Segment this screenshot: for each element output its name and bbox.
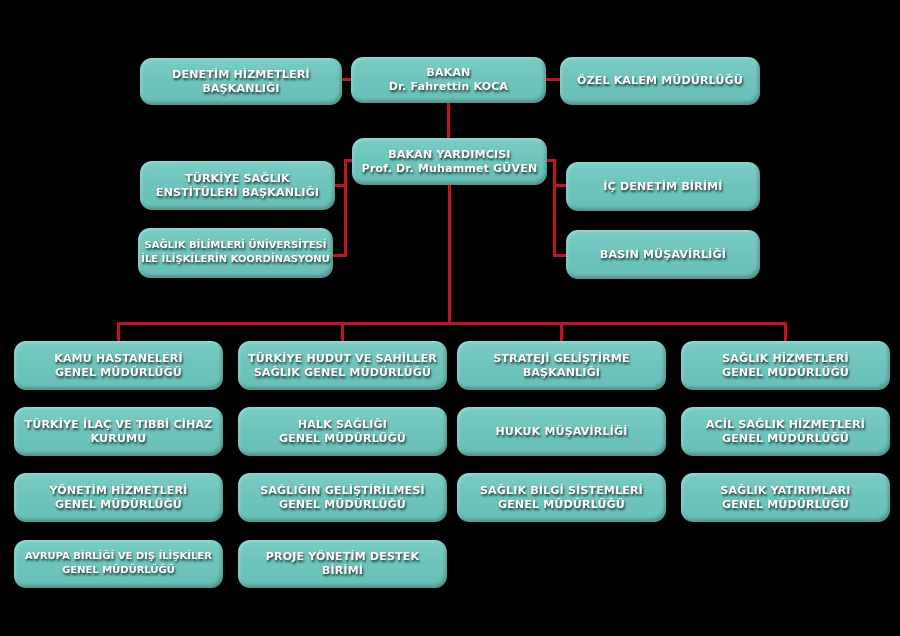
org-node-sagligin-gelistirilmesi: SAĞLIĞIN GELİŞTİRİLMESİ GENEL MÜDÜRLÜĞÜ <box>238 473 447 522</box>
node-label-line: BAKAN YARDIMCISI <box>388 147 511 161</box>
node-label-line: GENEL MÜDÜRLÜĞÜ <box>54 497 183 511</box>
node-label-line: BAŞKANLIĞI <box>522 365 601 379</box>
node-label-line: GENEL MÜDÜRLÜĞÜ <box>721 365 850 379</box>
node-label-line: GENEL MÜDÜRLÜĞÜ <box>497 497 626 511</box>
node-label-line: GENEL MÜDÜRLÜĞÜ <box>62 565 175 576</box>
node-label-line: STRATEJİ GELİŞTİRME <box>493 351 630 365</box>
connector-left-branch-stub <box>344 159 354 162</box>
node-label-line: YÖNETİM HİZMETLERİ <box>49 483 188 497</box>
connector-enstituleri-stub <box>333 184 346 187</box>
node-label-line: BASIN MÜŞAVİRLİĞİ <box>599 247 727 261</box>
connector-ic-denetim-stub <box>553 184 568 187</box>
node-label-line: TÜRKİYE İLAÇ VE TIBBİ CİHAZ <box>24 417 213 431</box>
org-node-kamu-hastaneleri: KAMU HASTANELERİ GENEL MÜDÜRLÜĞÜ <box>14 341 223 390</box>
node-label-line: BAŞKANLIĞI <box>202 81 280 95</box>
node-label-line: SAĞLIK BİLGİ SİSTEMLERİ <box>480 483 643 497</box>
node-label-line: SAĞLIK YATIRIMLARI <box>720 483 851 497</box>
node-label-line: KAMU HASTANELERİ <box>54 351 183 365</box>
node-label-line: PROJE YÖNETİM DESTEK <box>265 550 420 563</box>
node-label-line: SAĞLIĞIN GELİŞTİRİLMESİ <box>260 483 425 497</box>
connector-universite-stub <box>331 254 346 257</box>
node-label-line: ENSTİTÜLERİ BAŞKANLIĞI <box>155 185 320 199</box>
node-label-line: HALK SAĞLIĞI <box>297 417 388 431</box>
node-label-line: TÜRKİYE HUDUT VE SAHİLLER <box>248 351 437 365</box>
node-label-line: Prof. Dr. Muhammet GÜVEN <box>361 161 538 175</box>
org-node-proje-yonetim-destek: PROJE YÖNETİM DESTEK BİRİMİ <box>238 540 447 588</box>
node-label-line: GENEL MÜDÜRLÜĞÜ <box>54 365 183 379</box>
org-node-saglik-yatirimlari: SAĞLIK YATIRIMLARI GENEL MÜDÜRLÜĞÜ <box>681 473 890 522</box>
org-node-saglik-hizmetleri: SAĞLIK HİZMETLERİ GENEL MÜDÜRLÜĞÜ <box>681 341 890 390</box>
connector-col1-stub <box>117 322 120 342</box>
node-label-line: AVRUPA BİRLİĞİ VE DIŞ İLİŞKİLER <box>25 551 212 562</box>
org-node-ilac-ve-tibbi-cihaz: TÜRKİYE İLAÇ VE TIBBİ CİHAZ KURUMU <box>14 407 223 456</box>
connector-bakan-yardimcisi <box>447 102 450 139</box>
connector-bakan-denetim <box>338 78 353 81</box>
connector-col2-stub <box>341 322 344 342</box>
node-label-line: KURUMU <box>90 431 147 445</box>
node-label-line: TÜRKİYE SAĞLIK <box>185 171 290 185</box>
node-label-line: SAĞLIK BİLİMLERİ ÜNİVERSİTESİ <box>144 240 327 251</box>
org-node-saglik-bilgi-sistemleri: SAĞLIK BİLGİ SİSTEMLERİ GENEL MÜDÜRLÜĞÜ <box>457 473 666 522</box>
connector-main-trunk <box>448 184 451 325</box>
org-node-ic-denetim-birimi: İÇ DENETİM BİRİMİ <box>566 162 760 211</box>
org-node-bakan: BAKAN Dr. Fahrettin KOCA <box>351 57 546 103</box>
node-label-line: İLE İLİŞKİLERİN KOORDİNASYONU <box>141 254 330 265</box>
node-label-line: İÇ DENETİM BİRİMİ <box>603 179 723 193</box>
node-label-line: GENEL MÜDÜRLÜĞÜ <box>278 431 407 445</box>
connector-col4-stub <box>784 322 787 342</box>
connector-right-branch-stub <box>545 159 556 162</box>
node-label-line: GENEL MÜDÜRLÜĞÜ <box>278 497 407 511</box>
node-label-line: GENEL MÜDÜRLÜĞÜ <box>721 431 850 445</box>
connector-basin-stub <box>553 254 568 257</box>
org-node-hukuk-musavirligi: HUKUK MÜŞAVİRLİĞİ <box>457 407 666 456</box>
node-label-line: BİRİMİ <box>321 564 364 577</box>
node-label-line: SAĞLIK GENEL MÜDÜRLÜĞÜ <box>253 365 432 379</box>
connector-left-branch-vertical <box>344 159 347 257</box>
connector-bakan-ozel-kalem <box>544 78 562 81</box>
node-label-line: Dr. Fahrettin KOCA <box>388 80 509 93</box>
node-label-line: GENEL MÜDÜRLÜĞÜ <box>721 497 850 511</box>
node-label-line: SAĞLIK HİZMETLERİ <box>722 351 849 365</box>
connector-grid-horizontal <box>117 322 787 325</box>
org-node-basin-musavirligi: BASIN MÜŞAVİRLİĞİ <box>566 230 760 279</box>
node-label-line: ÖZEL KALEM MÜDÜRLÜĞÜ <box>577 74 743 87</box>
org-node-turkiye-saglik-enstituleri: TÜRKİYE SAĞLIK ENSTİTÜLERİ BAŞKANLIĞI <box>140 161 335 210</box>
connector-right-branch-vertical <box>553 159 556 257</box>
org-node-avrupa-birligi-dis-iliskiler: AVRUPA BİRLİĞİ VE DIŞ İLİŞKİLER GENEL MÜ… <box>14 540 223 588</box>
org-node-saglik-bilimleri-universitesi: SAĞLIK BİLİMLERİ ÜNİVERSİTESİ İLE İLİŞKİ… <box>138 228 333 278</box>
org-node-bakan-yardimcisi: BAKAN YARDIMCISI Prof. Dr. Muhammet GÜVE… <box>352 138 547 185</box>
connector-col3-stub <box>560 322 563 342</box>
node-label-line: DENETİM HİZMETLERİ <box>172 67 310 81</box>
org-node-hudut-ve-sahiller: TÜRKİYE HUDUT VE SAHİLLER SAĞLIK GENEL M… <box>238 341 447 390</box>
org-node-acil-saglik-hizmetleri: ACİL SAĞLIK HİZMETLERİ GENEL MÜDÜRLÜĞÜ <box>681 407 890 456</box>
node-label-line: ACİL SAĞLIK HİZMETLERİ <box>705 417 866 431</box>
org-node-ozel-kalem-mudurlugu: ÖZEL KALEM MÜDÜRLÜĞÜ <box>560 57 760 105</box>
org-node-strateji-gelistirme: STRATEJİ GELİŞTİRME BAŞKANLIĞI <box>457 341 666 390</box>
org-node-halk-sagligi: HALK SAĞLIĞI GENEL MÜDÜRLÜĞÜ <box>238 407 447 456</box>
org-node-denetim-hizmetleri-baskanligi: DENETİM HİZMETLERİ BAŞKANLIĞI <box>140 58 342 105</box>
org-node-yonetim-hizmetleri: YÖNETİM HİZMETLERİ GENEL MÜDÜRLÜĞÜ <box>14 473 223 522</box>
node-label-line: BAKAN <box>426 66 471 79</box>
node-label-line: HUKUK MÜŞAVİRLİĞİ <box>495 424 628 438</box>
